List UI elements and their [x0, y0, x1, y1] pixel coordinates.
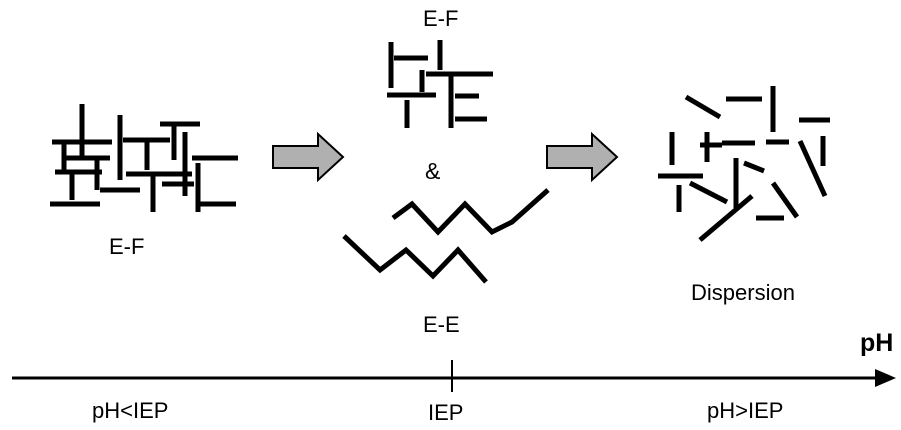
label-ampersand: &	[425, 158, 441, 184]
ph-axis	[12, 360, 896, 392]
label-ef-top: E-F	[423, 6, 459, 31]
transition-arrow-2	[546, 131, 619, 183]
axis-label-iep: IEP	[428, 400, 464, 425]
axis-label-above-iep: pH>IEP	[707, 398, 784, 423]
ef-aggregate-top	[387, 40, 493, 128]
dispersion-particles	[658, 86, 830, 242]
axis-title-ph: pH	[860, 329, 894, 357]
label-dispersion: Dispersion	[691, 280, 795, 305]
axis-label-below-iep: pH<IEP	[92, 398, 169, 423]
transition-arrow-1	[272, 131, 345, 183]
ef-aggregate-left	[50, 104, 238, 212]
label-ef-left: E-F	[109, 234, 145, 259]
label-ee: E-E	[423, 312, 460, 337]
ee-aggregate	[342, 188, 550, 284]
